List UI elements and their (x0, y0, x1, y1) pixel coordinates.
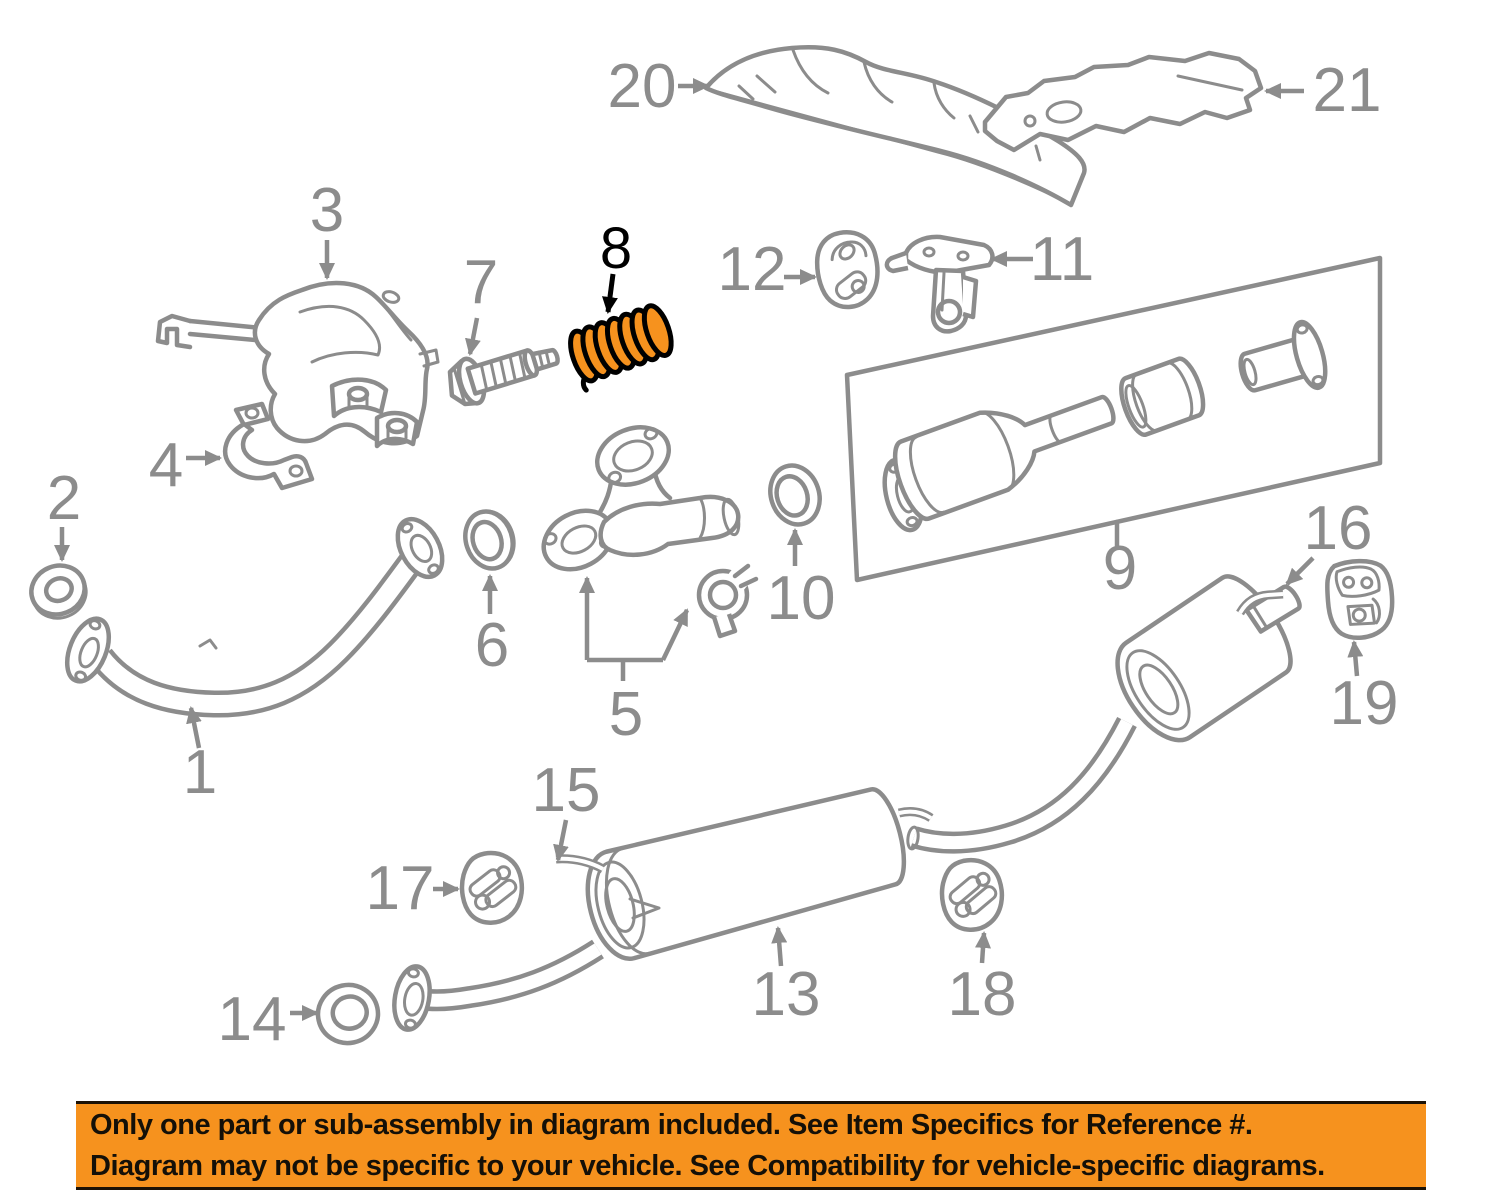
part-16-hanger-rod (1236, 589, 1284, 616)
part-9-catalytic-converter-box (844, 255, 1383, 583)
part-4-clamp-drawing (223, 401, 315, 491)
part-3-heat-shield-drawing (155, 280, 440, 449)
part-5-crossover-pipe-drawing (541, 425, 762, 639)
part-21-heat-shield-drawing (982, 50, 1264, 153)
center-muffler-rear-hanger-rod (897, 807, 934, 822)
part-20-heat-shield-drawing (703, 45, 1087, 208)
part-label-8-highlighted: 8 (600, 216, 632, 281)
part-2-gasket-drawing (29, 563, 88, 620)
part-label-20: 20 (608, 52, 677, 121)
part-18-insulator-drawing (939, 857, 1005, 932)
part-label-7: 7 (464, 248, 498, 317)
part-9-outlet-pipe (1238, 319, 1328, 393)
part-label-2: 2 (47, 464, 81, 533)
callout-arrows (54, 78, 1364, 1021)
part-7-bolt-drawing (447, 347, 560, 407)
part-label-9: 9 (1103, 534, 1137, 603)
part-label-12: 12 (718, 235, 787, 304)
part-6-gasket-drawing (463, 509, 516, 571)
callout-labels: 1 2 3 4 5 6 7 8 9 10 11 12 13 14 15 16 1… (47, 52, 1399, 1054)
part-12-insulator-drawing (814, 230, 880, 310)
part-5-retainer-clip (696, 554, 762, 639)
part-10-gasket-drawing (768, 463, 822, 527)
part-label-16: 16 (1304, 494, 1373, 563)
part-19-insulator-drawing (1325, 558, 1395, 641)
part-label-14: 14 (218, 985, 287, 1054)
notice-banner: Only one part or sub-assembly in diagram… (76, 1101, 1426, 1190)
part-label-10: 10 (767, 564, 836, 633)
part-8-spring-drawing-highlighted (568, 303, 674, 393)
part-label-13: 13 (752, 960, 821, 1029)
part-label-11: 11 (1030, 225, 1094, 294)
rear-muffler-assembly-drawing (906, 574, 1302, 854)
notice-banner-line-2: Diagram may not be specific to your vehi… (90, 1149, 1325, 1182)
part-label-3: 3 (310, 176, 344, 245)
part-label-15: 15 (532, 756, 601, 825)
part-label-21: 21 (1313, 56, 1382, 125)
part-14-gasket-drawing (315, 982, 381, 1046)
part-label-6: 6 (475, 611, 509, 680)
part-1-front-pipe-drawing (64, 516, 445, 718)
notice-banner-line-1: Only one part or sub-assembly in diagram… (90, 1108, 1253, 1141)
part-17-insulator-drawing (459, 850, 525, 925)
part-9-sleeve (1119, 356, 1206, 437)
part-label-19: 19 (1330, 669, 1399, 738)
part-label-5: 5 (609, 680, 643, 749)
part-label-1: 1 (183, 738, 217, 807)
part-label-17: 17 (366, 854, 435, 923)
part-label-18: 18 (948, 960, 1017, 1029)
part-11-bracket-drawing (884, 234, 995, 334)
part-label-4: 4 (149, 431, 183, 500)
